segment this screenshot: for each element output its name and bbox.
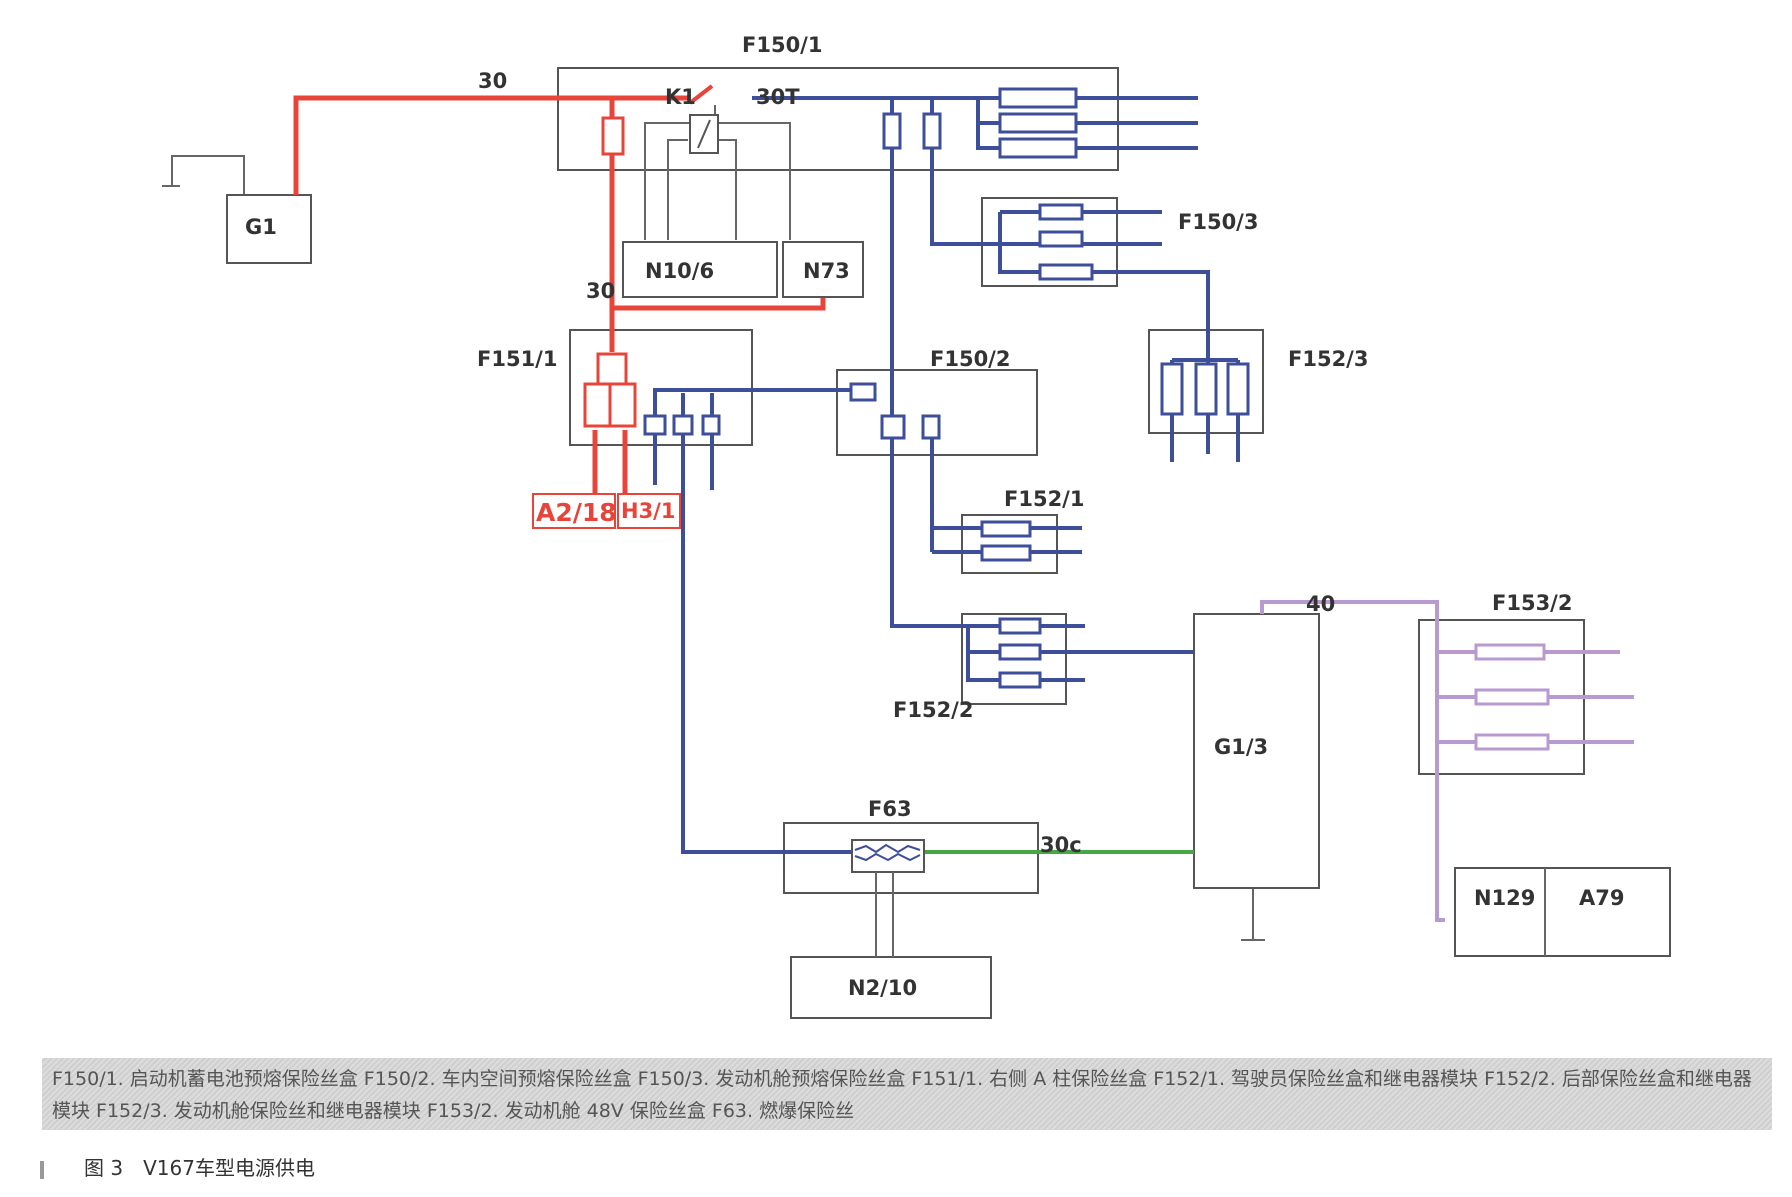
figure-number: 图 3: [84, 1156, 124, 1180]
f63-internals: [851, 839, 925, 957]
component-g1-3: [1193, 613, 1320, 889]
label-n2-10: N2/10: [848, 976, 917, 1000]
label-f152-3: F152/3: [1288, 347, 1368, 371]
label-f150-2: F150/2: [930, 347, 1010, 371]
label-terminal-30-top: 30: [478, 69, 507, 93]
component-n73: [782, 241, 864, 298]
component-n10-6: [622, 241, 778, 298]
label-terminal-30c: 30c: [1040, 833, 1082, 857]
label-h3-1: H3/1: [621, 499, 675, 523]
label-f152-2: F152/2: [893, 698, 973, 722]
label-k1: K1: [665, 85, 696, 109]
power-supply-diagram: F150/1 30 K1 30T G1 N10/6 N73 F150/3 30 …: [162, 33, 1671, 1019]
ground-symbol-g1-3: [1241, 888, 1265, 941]
label-f150-1: F150/1: [742, 33, 822, 57]
component-n2-10: [790, 956, 992, 1019]
figure-marker: [40, 1160, 44, 1179]
purple-fuses: [1474, 643, 1550, 751]
label-f153-2: F153/2: [1492, 591, 1572, 615]
label-f150-3: F150/3: [1178, 210, 1258, 234]
label-g1: G1: [245, 215, 277, 239]
label-terminal-40: 40: [1306, 592, 1335, 616]
relay-k1: [644, 84, 791, 240]
figure-caption: F150/1. 启动机蓄电池预熔保险丝盒 F150/2. 车内空间预熔保险丝盒 …: [42, 1058, 1772, 1130]
ground-symbol-g1: [162, 155, 245, 195]
figure-title: 图 3 V167车型电源供电: [40, 1152, 315, 1181]
label-terminal-30-mid: 30: [586, 279, 615, 303]
fuse-red-f150-1: [601, 116, 625, 156]
blue-wires: [653, 96, 1240, 854]
label-n10-6: N10/6: [645, 259, 714, 283]
label-f151-1: F151/1: [477, 347, 557, 371]
figure-title-text: V167车型电源供电: [143, 1156, 315, 1180]
label-terminal-30t: 30T: [756, 85, 800, 109]
blue-fuses: [643, 87, 1250, 689]
label-a79: A79: [1579, 886, 1624, 910]
component-n129-a79: [1454, 867, 1671, 957]
label-f63: F63: [868, 797, 912, 821]
red-wires: [293, 95, 826, 494]
label-box-a2-18: A2/18: [532, 493, 617, 529]
label-f152-1: F152/1: [1004, 487, 1084, 511]
component-g1: [226, 194, 312, 264]
label-box-h3-1: H3/1: [617, 493, 681, 529]
label-n129: N129: [1474, 886, 1535, 910]
label-a2-18: A2/18: [536, 498, 617, 527]
label-n73: N73: [803, 259, 850, 283]
label-g1-3: G1/3: [1214, 735, 1268, 759]
fuse-red-f151-1-top: [596, 352, 628, 386]
